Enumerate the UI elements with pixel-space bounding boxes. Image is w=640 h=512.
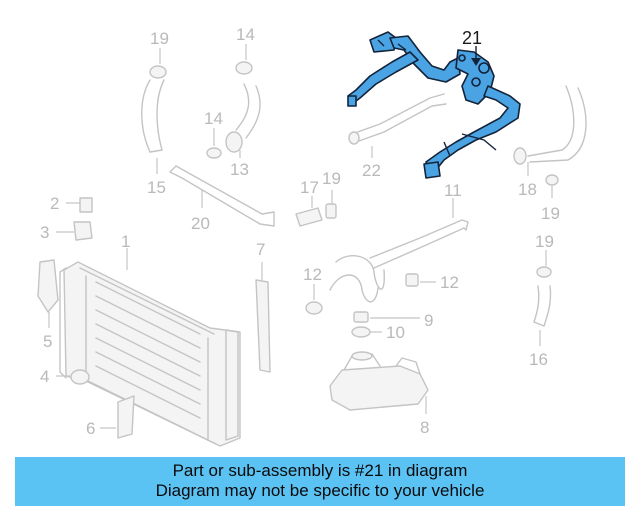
callout-3: 3	[40, 223, 49, 242]
part-18-hose	[513, 85, 587, 165]
callout-5: 5	[43, 332, 52, 351]
part-21-coolant-pipe[interactable]	[347, 31, 521, 179]
part-15-hose	[141, 79, 165, 153]
part-14-clamp-b	[206, 147, 222, 159]
part-17-hose-stub	[295, 207, 323, 227]
part-20-pipe	[169, 165, 275, 227]
callout-19-b: 19	[322, 169, 341, 188]
callout-17: 17	[300, 178, 319, 197]
part-12-clamp-a	[305, 301, 323, 315]
callout-12-b: 12	[440, 273, 459, 292]
part-16-hose	[533, 285, 552, 327]
callout-14-b: 14	[204, 109, 223, 128]
part-10-seal	[351, 326, 371, 338]
part-8-reservoir	[329, 351, 429, 411]
callout-18: 18	[518, 180, 537, 199]
part-4-grommet	[70, 369, 90, 385]
callout-22: 22	[362, 161, 381, 180]
part-19-clamp-c	[545, 174, 559, 186]
callout-12-a: 12	[303, 265, 322, 284]
callout-6: 6	[86, 419, 95, 438]
callout-1: 1	[121, 232, 130, 251]
part-9-cap	[353, 311, 369, 323]
part-5-bracket	[37, 259, 59, 313]
part-3-mount	[73, 221, 93, 241]
part-6-bracket	[117, 395, 135, 439]
diagram-note-banner: Part or sub-assembly is #21 in diagram D…	[15, 457, 625, 506]
part-19-clamp-a	[149, 65, 167, 79]
callout-10: 10	[386, 323, 405, 342]
callout-7: 7	[256, 240, 265, 259]
callout-19-d: 19	[535, 232, 554, 251]
part-19-clamp-b	[325, 203, 337, 219]
callout-8: 8	[420, 418, 429, 437]
callout-16: 16	[529, 350, 548, 369]
callout-19-a: 19	[150, 29, 169, 48]
callout-9: 9	[424, 311, 433, 330]
callout-11: 11	[444, 181, 462, 200]
callout-15: 15	[147, 178, 166, 197]
radiator	[59, 261, 241, 447]
part-note: Part or sub-assembly is #21 in diagram	[172, 461, 468, 480]
part-2-plug	[79, 197, 93, 213]
part-12-clamp-b	[405, 273, 419, 287]
part-7-seal-strip	[255, 279, 271, 373]
callout-4: 4	[40, 367, 49, 386]
callout-2: 2	[50, 194, 59, 213]
callout-21[interactable]: 21	[462, 28, 482, 48]
callout-14-a: 14	[236, 25, 255, 44]
vehicle-disclaimer: Diagram may not be specific to your vehi…	[155, 481, 485, 500]
part-19-clamp-d	[536, 266, 552, 278]
callout-21-arrowhead	[471, 58, 481, 66]
parts-diagram: 1 2 3 5 4 6 7 19 15	[37, 25, 587, 447]
part-14-clamp-a	[235, 61, 253, 75]
part-11-pipe	[369, 219, 469, 269]
callout-20: 20	[191, 214, 210, 233]
part-13-hose	[225, 83, 261, 153]
lower-hose	[329, 254, 385, 303]
callout-13: 13	[230, 160, 249, 179]
callout-19-c: 19	[541, 204, 560, 223]
part-22-pipe	[348, 93, 447, 145]
